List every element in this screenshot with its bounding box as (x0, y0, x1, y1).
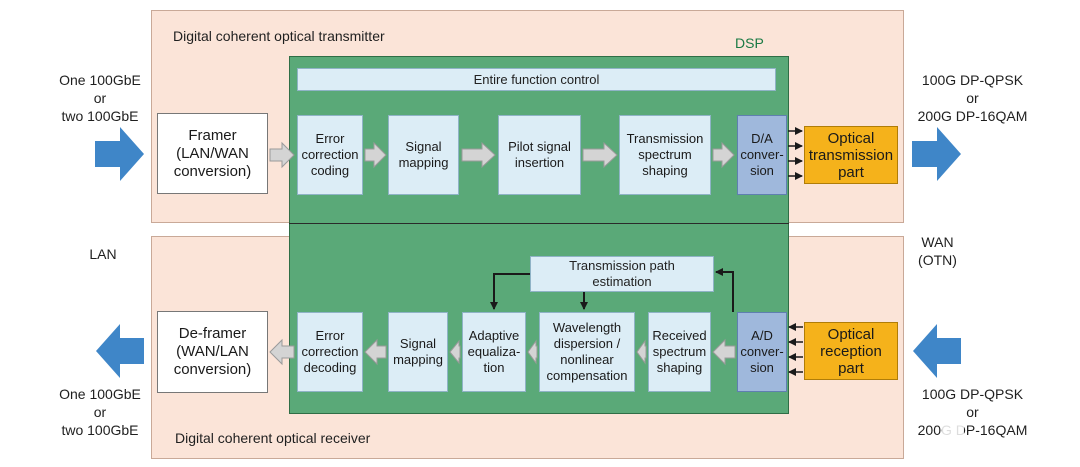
path-estimation-feedback-arrows (490, 268, 734, 312)
tx-arrow-1-icon (269, 141, 295, 169)
entire-function-control: Entire function control (297, 68, 776, 91)
tx-arrow-4-icon (582, 141, 618, 169)
lan-label: LAN (89, 246, 117, 262)
rx-arrow-4-icon (527, 339, 538, 365)
ad-conversion-block: A/D conver- sion (737, 312, 787, 392)
dsp-label: DSP (735, 35, 764, 51)
tx-arrow-5-icon (712, 141, 735, 169)
tx-arrow-2-icon (364, 141, 387, 169)
dispersion-compensation-block: Wavelength dispersion / nonlinear compen… (539, 312, 635, 392)
rx-arrow-1-icon (269, 338, 295, 366)
error-correction-coding-block: Error correction coding (297, 115, 363, 195)
pilot-signal-insertion-block: Pilot signal insertion (498, 115, 581, 195)
rx-output-big-arrow-icon (96, 324, 144, 378)
label-smudge (942, 424, 964, 438)
tx-output-label: 100G DP-QPSK or 200G DP-16QAM (917, 72, 1028, 124)
transmission-spectrum-shaping-block: Transmission spectrum shaping (619, 115, 711, 195)
tx-input-label: One 100GbE or two 100GbE (59, 72, 141, 124)
optical-transmission-block: Optical transmission part (804, 126, 898, 184)
rx-arrow-6-icon (712, 338, 736, 366)
deframer-block: De-framer (WAN/LAN conversion) (157, 311, 268, 393)
rx-arrow-2-icon (364, 338, 387, 366)
wan-label: WAN (OTN) (918, 234, 957, 268)
tx-arrow-3-icon (461, 141, 496, 169)
adaptive-equalization-block: Adaptive equaliza- tion (462, 312, 526, 392)
rx-input-big-arrow-icon (913, 324, 961, 378)
receiver-title: Digital coherent optical receiver (175, 430, 371, 446)
rx-arrow-3-icon (449, 339, 461, 365)
transmitter-title: Digital coherent optical transmitter (173, 28, 385, 44)
tx-output-big-arrow-icon (912, 127, 961, 181)
framer-block: Framer (LAN/WAN conversion) (157, 113, 268, 194)
optical-reception-block: Optical reception part (804, 322, 898, 380)
received-spectrum-shaping-block: Received spectrum shaping (648, 312, 711, 392)
rx-arrow-5-icon (636, 339, 647, 365)
path-estimation-block: Transmission path estimation (530, 256, 714, 292)
rx-signal-mapping-block: Signal mapping (388, 312, 448, 392)
rx-output-label: One 100GbE or two 100GbE (59, 386, 141, 438)
dsp-divider (289, 223, 789, 224)
ad-input-arrows (788, 323, 803, 376)
error-correction-decoding-block: Error correction decoding (297, 312, 363, 392)
tx-input-big-arrow-icon (95, 127, 144, 181)
da-output-arrows (788, 127, 803, 180)
da-conversion-block: D/A conver- sion (737, 115, 787, 195)
tx-signal-mapping-block: Signal mapping (388, 115, 459, 195)
